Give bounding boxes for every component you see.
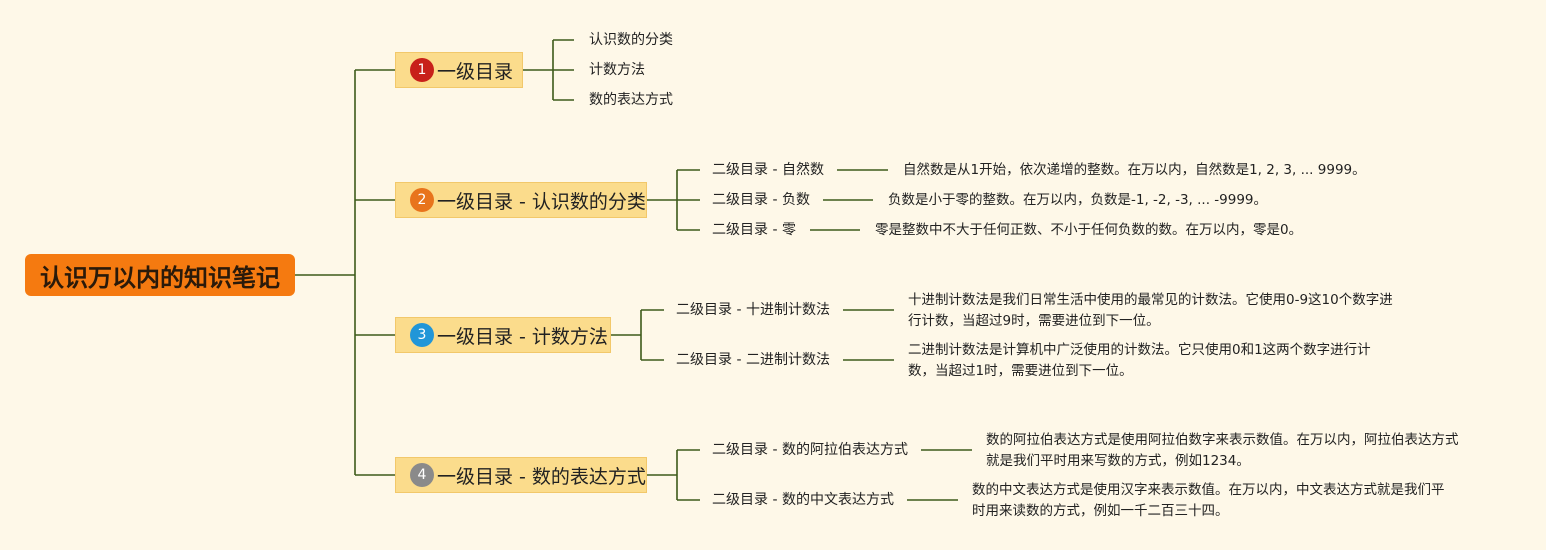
connector-b2-children	[647, 169, 700, 231]
branch-label: 一级目录 - 数的表达方式	[437, 465, 646, 488]
branch-label: 一级目录	[437, 60, 514, 83]
number-badge-icon: 3	[410, 323, 434, 347]
description-text: 数的阿拉伯表达方式是使用阿拉伯数字来表示数值。在万以内，阿拉伯表达方式 就是我们…	[986, 430, 1459, 472]
subtopic-label[interactable]: 数的表达方式	[589, 92, 673, 108]
number-badge-icon: 2	[410, 188, 434, 212]
subtopic-label[interactable]: 计数方法	[589, 62, 645, 78]
description-line: 行计数，当超过9时，需要进位到下一位。	[908, 313, 1160, 329]
branch-label: 一级目录 - 认识数的分类	[437, 190, 646, 213]
description-line: 数，当超过1时，需要进位到下一位。	[908, 363, 1133, 379]
branch-topic-1[interactable]: 1 一级目录	[395, 52, 523, 88]
subtopic-label[interactable]: 二级目录 - 十进制计数法	[676, 302, 830, 318]
description-text: 十进制计数法是我们日常生活中使用的最常见的计数法。它使用0-9这10个数字进 行…	[908, 290, 1393, 332]
branch-topic-4[interactable]: 4 一级目录 - 数的表达方式	[395, 457, 647, 493]
description-text: 自然数是从1开始，依次递增的整数。在万以内，自然数是1, 2, 3, ... 9…	[903, 162, 1366, 178]
number-badge-icon: 4	[410, 463, 434, 487]
branch-topic-2[interactable]: 2 一级目录 - 认识数的分类	[395, 182, 647, 218]
description-line: 就是我们平时用来写数的方式，例如1234。	[986, 453, 1250, 469]
description-text: 数的中文表达方式是使用汉字来表示数值。在万以内，中文表达方式就是我们平 时用来读…	[972, 480, 1445, 522]
description-line: 十进制计数法是我们日常生活中使用的最常见的计数法。它使用0-9这10个数字进	[908, 292, 1393, 308]
subtopic-label[interactable]: 认识数的分类	[589, 32, 673, 48]
connector-b4-desc	[907, 449, 972, 501]
connector-b4-children	[647, 449, 700, 501]
connector-b2-desc	[810, 169, 888, 231]
subtopic-label[interactable]: 二级目录 - 零	[712, 222, 796, 238]
subtopic-label[interactable]: 二级目录 - 自然数	[712, 162, 824, 178]
description-line: 时用来读数的方式，例如一千二百三十四。	[972, 503, 1229, 519]
number-badge-icon: 1	[410, 58, 434, 82]
connector-b1-children	[523, 39, 574, 101]
subtopic-label[interactable]: 二级目录 - 二进制计数法	[676, 352, 830, 368]
subtopic-label[interactable]: 二级目录 - 数的中文表达方式	[712, 492, 894, 508]
description-line: 数的中文表达方式是使用汉字来表示数值。在万以内，中文表达方式就是我们平	[972, 482, 1445, 498]
connector-group	[295, 39, 972, 501]
connector-b3-children	[611, 309, 664, 361]
description-text: 零是整数中不大于任何正数、不小于任何负数的数。在万以内，零是0。	[875, 222, 1303, 238]
subtopic-label[interactable]: 二级目录 - 数的阿拉伯表达方式	[712, 442, 908, 458]
subtopic-label[interactable]: 二级目录 - 负数	[712, 192, 810, 208]
description-line: 二进制计数法是计算机中广泛使用的计数法。它只使用0和1这两个数字进行计	[908, 342, 1371, 358]
description-line: 数的阿拉伯表达方式是使用阿拉伯数字来表示数值。在万以内，阿拉伯表达方式	[986, 432, 1459, 448]
description-text: 二进制计数法是计算机中广泛使用的计数法。它只使用0和1这两个数字进行计 数，当超…	[908, 340, 1371, 382]
root-topic[interactable]: 认识万以内的知识笔记	[25, 254, 295, 296]
description-text: 负数是小于零的整数。在万以内，负数是-1, -2, -3, ... -9999。	[888, 192, 1268, 208]
branch-label: 一级目录 - 计数方法	[437, 325, 608, 348]
connector-b3-desc	[843, 309, 894, 361]
branch-topic-3[interactable]: 3 一级目录 - 计数方法	[395, 317, 611, 353]
